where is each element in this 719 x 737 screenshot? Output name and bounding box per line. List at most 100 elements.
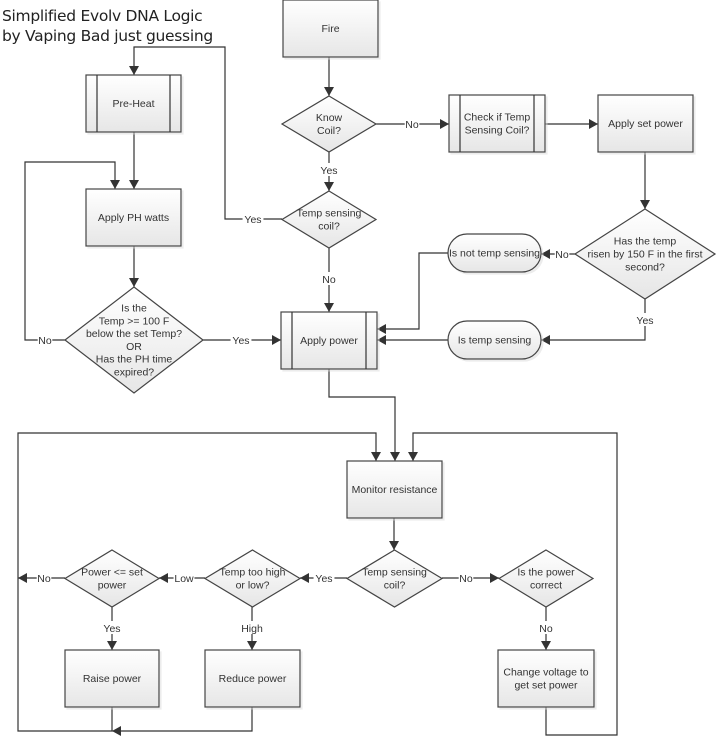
- title-line-1: Simplified Evolv DNA Logic: [2, 7, 203, 25]
- arrowhead: [324, 303, 334, 312]
- node-monitor-resistance: Monitor resistance: [346, 460, 443, 519]
- diagram-title: Simplified Evolv DNA Logic by Vaping Bad…: [2, 6, 213, 46]
- edge-label-bg: [458, 571, 474, 584]
- edge-label-bg: [101, 621, 123, 634]
- edge-label: No: [37, 573, 51, 585]
- subprocess-shape: [448, 94, 546, 153]
- node-text: Reduce power: [219, 673, 287, 685]
- process-shape: [497, 649, 595, 708]
- node-text: coil?: [318, 220, 340, 232]
- node-text: Is the: [121, 303, 147, 315]
- node-text: OR: [126, 341, 142, 353]
- edge-label: High: [241, 623, 263, 635]
- node-text: Is not temp sensing: [449, 248, 540, 260]
- decision-shape: [345, 549, 444, 608]
- node-text: Know: [316, 112, 343, 124]
- edge-apply-to-monitor: [328, 369, 396, 461]
- node-text: Check if Temp: [464, 112, 530, 124]
- arrowhead: [541, 641, 551, 650]
- node-text: below the set Temp?: [86, 328, 182, 340]
- node-text: Pre-Heat: [112, 98, 154, 110]
- edge-label-bg: [538, 621, 554, 634]
- process-shape: [346, 460, 443, 519]
- edge-label: No: [38, 335, 52, 347]
- edge-risen-yes: [541, 299, 646, 341]
- terminator-shape: [447, 233, 542, 273]
- decision-shape: [280, 190, 378, 249]
- decision-shape: [497, 549, 595, 608]
- node-text: second?: [625, 261, 665, 273]
- decision-shape: [63, 549, 161, 608]
- node-text: Coil?: [317, 125, 341, 137]
- arrowhead: [377, 324, 386, 334]
- node-text: correct: [530, 579, 562, 591]
- node-reduce-power: Reduce power: [204, 649, 301, 708]
- edge-label: Yes: [315, 573, 332, 585]
- node-text: Has the temp: [614, 236, 677, 248]
- edge-label: Yes: [103, 623, 120, 635]
- node-text: Apply power: [300, 335, 358, 347]
- arrowhead: [440, 119, 449, 129]
- arrowhead: [110, 180, 120, 189]
- node-is-not-temp-sensing: Is not temp sensing: [447, 233, 542, 273]
- node-text: Fire: [321, 23, 339, 35]
- terminator-shape: [447, 320, 542, 360]
- node-text: Sensing Coil?: [465, 124, 530, 136]
- arrowhead: [324, 87, 334, 96]
- arrowhead: [159, 573, 168, 583]
- arrowhead: [377, 335, 386, 345]
- title-line-2: by Vaping Bad just guessing: [2, 27, 213, 45]
- arrowhead: [18, 573, 27, 583]
- arrowhead: [247, 641, 257, 650]
- node-text: Raise power: [83, 673, 142, 685]
- edge-loop-left-to-monitor: [17, 432, 377, 732]
- edge-label-bg: [404, 117, 420, 130]
- edge-label-bg: [173, 571, 195, 584]
- edge-label: No: [539, 623, 553, 635]
- node-text: Temp sensing: [362, 567, 427, 579]
- decision-shape: [280, 95, 378, 153]
- edge-label: Yes: [232, 335, 249, 347]
- arrowhead: [541, 335, 550, 345]
- node-text: Is the power: [517, 567, 575, 579]
- node-raise-power: Raise power: [64, 649, 160, 708]
- node-fire: Fire: [282, 0, 379, 58]
- arrowhead: [107, 641, 117, 650]
- decision-shape: [64, 286, 204, 394]
- node-text: risen by 150 F in the first: [588, 249, 703, 261]
- node-text: Temp sensing: [297, 208, 362, 220]
- arrowhead: [589, 119, 598, 129]
- arrowhead: [129, 278, 139, 287]
- process-shape: [282, 0, 379, 58]
- node-text: Temp >= 100 F: [99, 315, 170, 327]
- arrowhead: [324, 182, 334, 191]
- edge-label-bg: [318, 163, 340, 176]
- process-shape: [597, 94, 694, 153]
- edge-label-bg: [313, 571, 335, 584]
- node-text: Monitor resistance: [352, 484, 438, 496]
- decision-shape: [203, 549, 302, 608]
- node-text: coil?: [384, 579, 406, 591]
- arrowhead: [129, 66, 139, 75]
- edge-label: Yes: [636, 315, 653, 327]
- arrowhead: [272, 335, 281, 345]
- node-text: Apply PH watts: [98, 212, 169, 224]
- edge-label: No: [322, 274, 336, 286]
- edge-label-bg: [321, 272, 337, 285]
- node-text: Apply set power: [608, 118, 683, 130]
- edge-label-bg: [554, 247, 570, 260]
- process-shape: [204, 649, 301, 708]
- decision-shape: [573, 208, 717, 300]
- node-is-temp-sensing: Is temp sensing: [447, 320, 542, 360]
